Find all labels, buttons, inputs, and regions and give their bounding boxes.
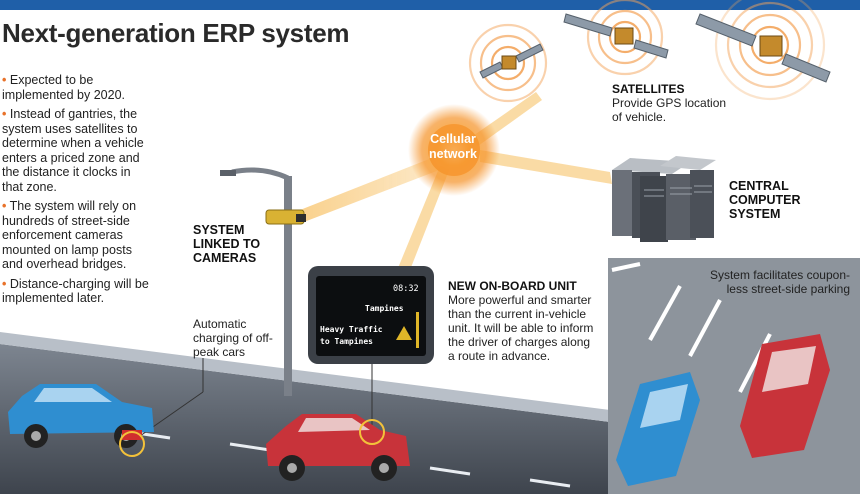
satellite-icon [479,43,544,79]
satellites-text: Provide GPS location of vehicle. [612,96,727,124]
server-icon [612,156,716,242]
satellites-label: SATELLITES Provide GPS location of vehic… [612,82,732,124]
bullet-list: • Expected to be implemented by 2020. • … [2,73,154,311]
header-bar [0,0,860,10]
blue-car-icon [8,384,154,448]
lamp-post-icon [220,167,292,396]
central-computer-label: CENTRAL COMPUTER SYSTEM [729,179,801,221]
obu-highlight-ring [119,431,145,457]
satellite-icon [695,13,831,83]
parked-red-car-icon [740,334,830,458]
bullet-item: • Distance-charging will be implemented … [2,276,149,306]
obu-label: NEW ON-BOARD UNIT More powerful and smar… [448,279,600,363]
obu-highlight-ring [359,419,385,445]
satellite-signal-rings [468,0,826,103]
bullet-marker: • [2,199,7,213]
bullet-item: • Expected to be implemented by 2020. [2,73,125,102]
cameras-label: SYSTEM LINKED TO CAMERAS [193,223,261,265]
satellites-heading: SATELLITES [612,82,685,96]
bullet-marker: • [2,276,7,291]
parking-label: System facilitates coupon-less street-si… [709,268,850,296]
satellite-icon [563,13,669,59]
red-car-icon [266,414,410,481]
screen-time: 08:32 [393,284,419,294]
bullet-marker: • [2,107,7,121]
screen-message: Heavy Traffic to Tampines [320,325,383,346]
camera-icon [265,209,306,225]
page-title: Next-generation ERP system [2,18,350,48]
bullet-marker: • [2,73,7,87]
bullet-item: • The system will rely on hundreds of st… [2,199,137,271]
on-board-unit-icon [308,266,434,364]
offpeak-label: Automatic charging of off-peak cars [193,317,273,359]
obu-text: More powerful and smarter than the curre… [448,293,594,363]
obu-heading: NEW ON-BOARD UNIT [448,279,577,293]
cellular-network-label: Cellular network [429,132,477,161]
parked-blue-car-icon [616,372,700,486]
bullet-item: • Instead of gantries, the system uses s… [2,107,144,194]
screen-place: Tampines [365,304,404,313]
